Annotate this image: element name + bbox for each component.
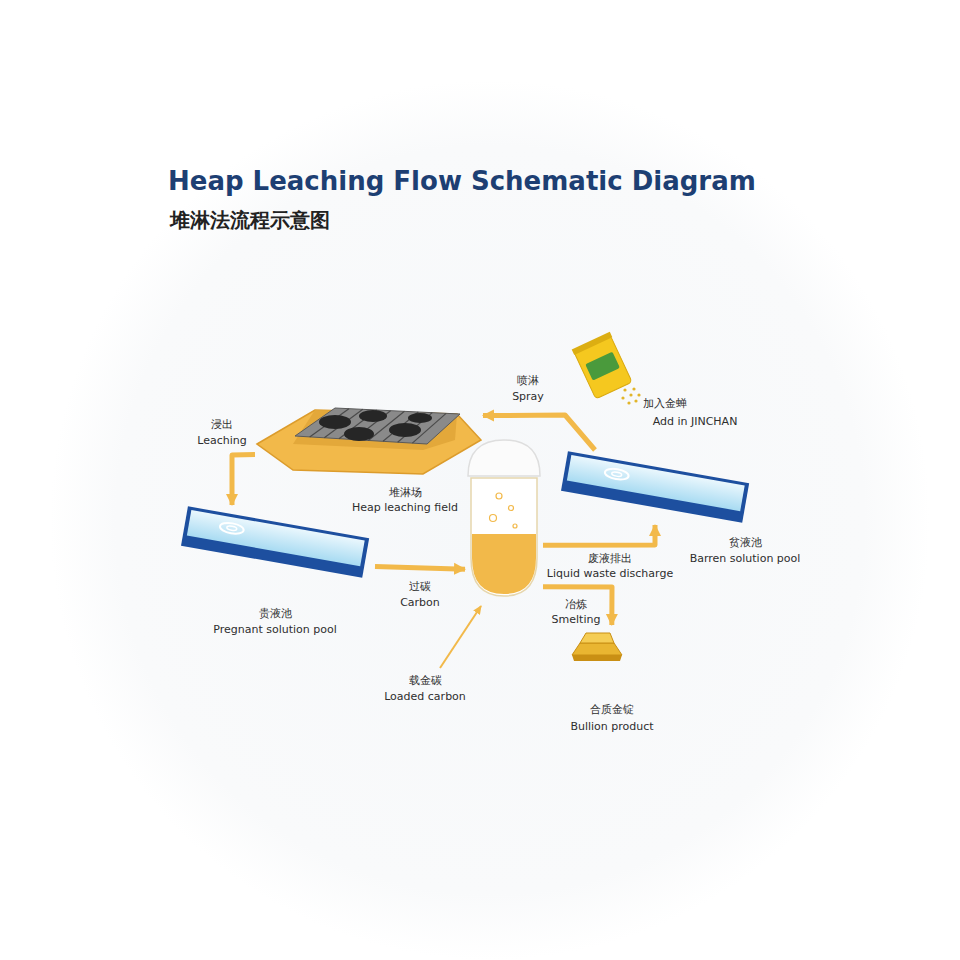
node-label: 加入金蝉 bbox=[643, 397, 687, 411]
vessel-dome bbox=[468, 440, 540, 476]
background-disc bbox=[50, 80, 930, 960]
node-label: 堆淋场 bbox=[389, 486, 422, 500]
bubble bbox=[513, 524, 517, 528]
node-shape bbox=[570, 625, 625, 665]
edge-label: Liquid waste discharge bbox=[547, 567, 673, 581]
node-label: Barren solution pool bbox=[690, 552, 801, 566]
pool-wall bbox=[181, 506, 369, 577]
granule bbox=[621, 396, 624, 399]
granule bbox=[637, 393, 640, 396]
bullion-bars: 合质金锭Bullion product bbox=[570, 625, 625, 665]
node-shape bbox=[555, 450, 755, 525]
node-label: 合质金锭 bbox=[590, 703, 634, 717]
ore-pile bbox=[359, 410, 387, 422]
edge-label: Spray bbox=[512, 390, 544, 404]
pregnant-pool: 贵液池Pregnant solution pool bbox=[175, 505, 375, 580]
flow-pipe bbox=[232, 455, 255, 505]
granule bbox=[629, 393, 632, 396]
pool-water bbox=[567, 455, 745, 511]
flow-label: 废液排出 bbox=[588, 552, 632, 566]
node-shape bbox=[565, 335, 645, 405]
node-label: 载金碳 bbox=[409, 674, 442, 688]
flow-pipe bbox=[375, 567, 465, 570]
node-label: Add in JINCHAN bbox=[653, 415, 738, 429]
reagent-bag: 加入金蝉Add in JINCHAN bbox=[565, 335, 645, 405]
flow-pipe bbox=[543, 525, 655, 545]
granule bbox=[634, 399, 637, 402]
bubble bbox=[496, 493, 502, 499]
granule bbox=[627, 401, 630, 404]
ore-pile bbox=[319, 415, 351, 429]
flow-label: 喷淋 bbox=[517, 374, 539, 388]
ore-pile bbox=[408, 413, 432, 423]
carbon-vessel: 载金碳Loaded carbon bbox=[465, 438, 543, 598]
subtitle: 堆淋法流程示意图 bbox=[170, 208, 330, 232]
node-shape bbox=[255, 400, 483, 478]
edge-label: Smelting bbox=[552, 613, 601, 627]
granule bbox=[623, 388, 626, 391]
barren-pool: 贫液池Barren solution pool bbox=[555, 450, 755, 525]
ore-pile bbox=[389, 423, 421, 437]
flow-label: 过碳 bbox=[409, 580, 431, 594]
vessel-liquid bbox=[472, 534, 536, 594]
heap-grate bbox=[295, 408, 460, 444]
pool-water bbox=[187, 510, 365, 566]
diagram-title: Heap Leaching Flow Schematic Diagram bbox=[168, 166, 756, 196]
gold-bar bbox=[580, 633, 614, 643]
heap-leaching-field: 堆淋场Heap leaching field bbox=[255, 400, 483, 478]
bag-label-band bbox=[585, 352, 620, 381]
ore-pile bbox=[344, 427, 374, 441]
water-ripple bbox=[219, 521, 244, 535]
water-ripple bbox=[604, 467, 629, 481]
gold-bar bbox=[572, 643, 622, 655]
flow-label: 浸出 bbox=[211, 418, 233, 432]
node-label: 贵液池 bbox=[259, 607, 292, 621]
node-label: Bullion product bbox=[570, 720, 653, 734]
granule bbox=[632, 387, 635, 390]
water-ripple bbox=[227, 525, 238, 531]
bubble bbox=[490, 515, 497, 522]
water-ripple bbox=[611, 471, 622, 477]
node-shape bbox=[175, 505, 375, 580]
node-label: Pregnant solution pool bbox=[213, 623, 337, 637]
bubble bbox=[509, 506, 514, 511]
pool-wall bbox=[561, 451, 749, 522]
node-label: Loaded carbon bbox=[384, 690, 466, 704]
gold-bar-side bbox=[572, 655, 622, 661]
edge-label: Leaching bbox=[197, 434, 246, 448]
node-label: Heap leaching field bbox=[352, 501, 458, 515]
edge-label: Carbon bbox=[400, 596, 440, 610]
flow-label: 冶炼 bbox=[565, 598, 587, 612]
node-label: 贫液池 bbox=[729, 536, 762, 550]
bag-seal bbox=[572, 332, 613, 355]
leader-arrow bbox=[440, 606, 481, 668]
vessel-body bbox=[471, 478, 537, 596]
node-shape bbox=[465, 438, 543, 598]
